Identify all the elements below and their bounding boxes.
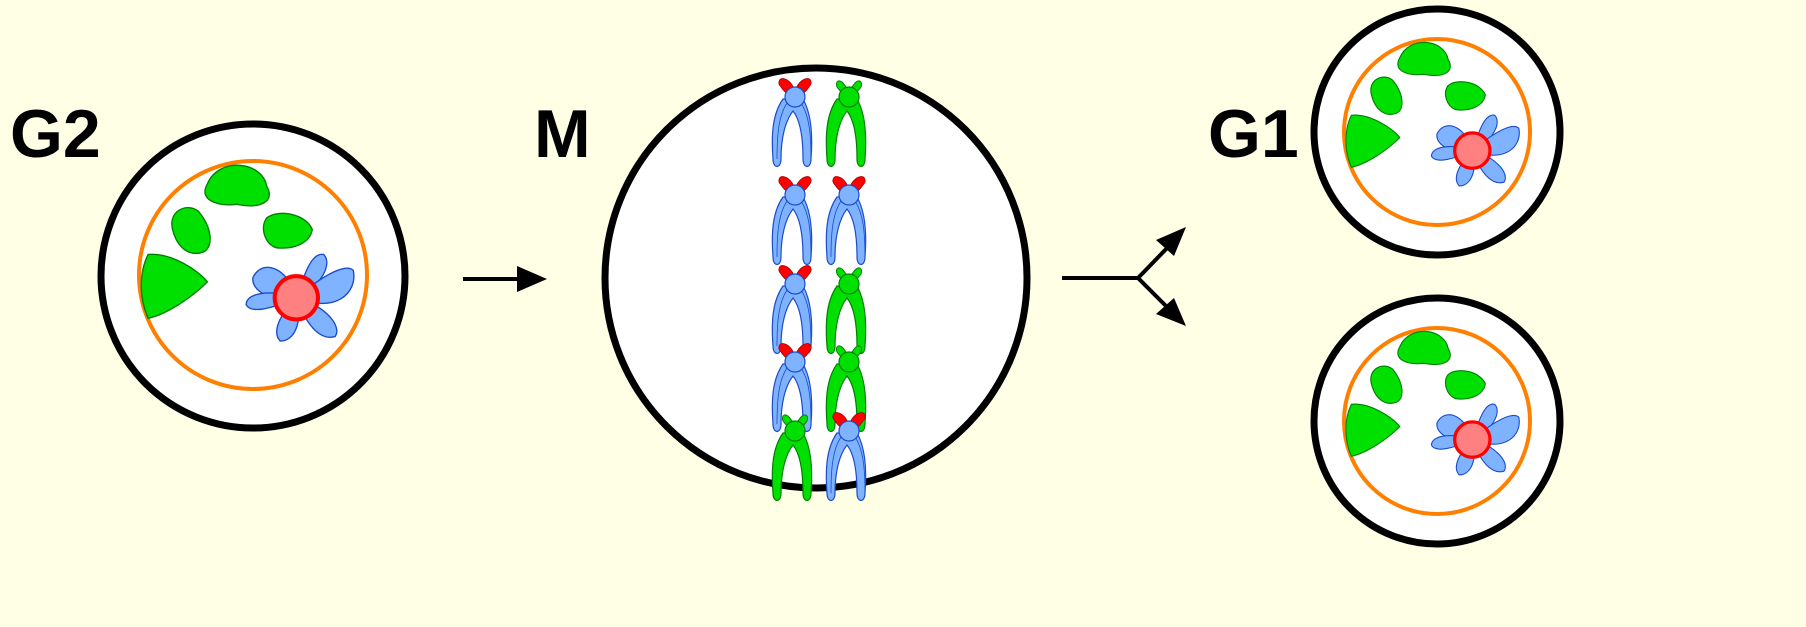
m-cell-membrane [601, 64, 1031, 492]
label-g2: G2 [10, 96, 101, 172]
label-m: M [534, 96, 591, 172]
g1-cell-bottom [1310, 294, 1564, 548]
label-g1: G1 [1208, 96, 1299, 172]
arrow-m-to-g1-split [1062, 227, 1186, 326]
m-cell [601, 64, 1031, 502]
g1-cell-top [1310, 5, 1564, 259]
g2-cell [97, 120, 409, 432]
arrow-g2-to-m [463, 266, 547, 292]
